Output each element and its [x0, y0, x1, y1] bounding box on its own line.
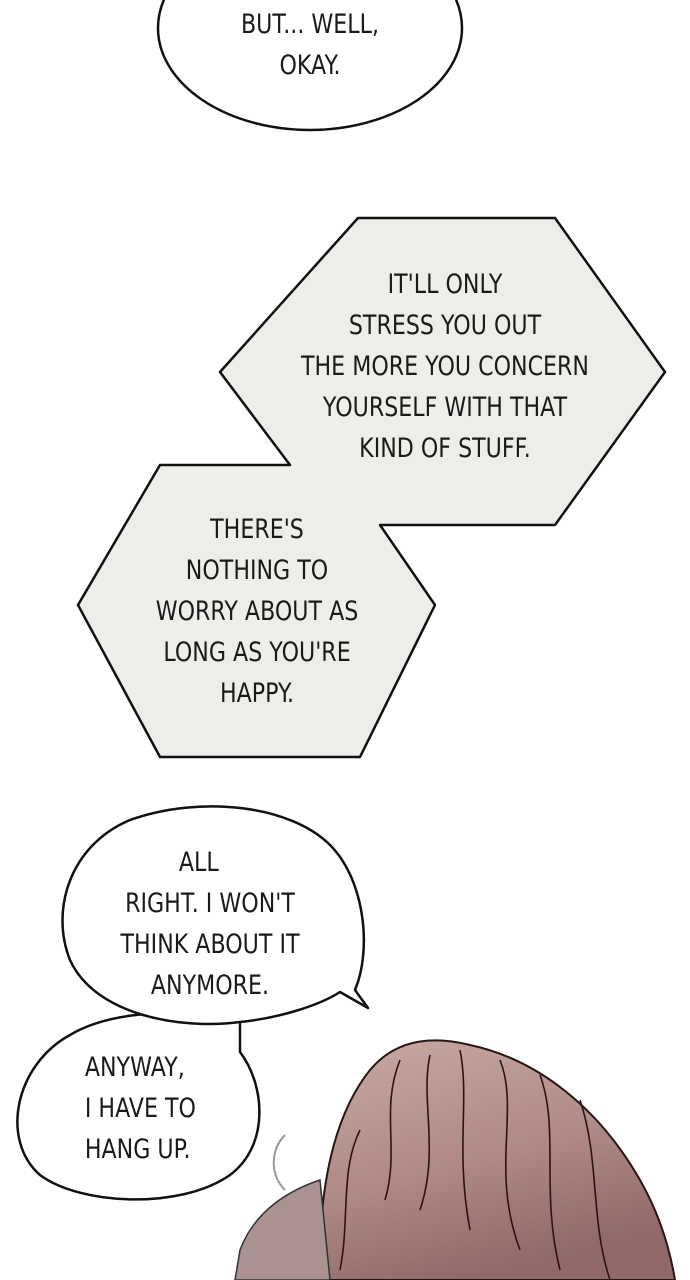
bubble-line: ALL — [178, 847, 219, 878]
bubble-line: I HAVE TO — [84, 1093, 196, 1124]
hexagon-thought-bubbles — [76, 216, 667, 759]
bubble-line: ANYWAY, — [84, 1052, 185, 1083]
bubble-line: RIGHT. I WON'T — [125, 888, 295, 919]
bubble-text-1: BUT... WELL, OKAY. — [187, 4, 433, 86]
bubble-text-3: THERE'S NOTHING TO WORRY ABOUT AS LONG A… — [134, 509, 380, 714]
bubble-text-4: ALL RIGHT. I WON'T THINK ABOUT IT ANYMOR… — [87, 842, 333, 1006]
bubble-line: HAPPY. — [219, 678, 295, 709]
bubble-line: HANG UP. — [84, 1134, 191, 1165]
bubble-line: YOURSELF WITH THAT — [322, 392, 568, 423]
speech-bubble-top — [156, 0, 464, 132]
bubble-line: KIND OF STUFF. — [359, 433, 531, 464]
bubble-line: BUT... WELL, — [240, 9, 380, 40]
bubble-line: LONG AS YOU'RE — [163, 637, 351, 668]
bubble-text-2: IT'LL ONLY STRESS YOU OUT THE MORE YOU C… — [281, 264, 609, 469]
bubble-line: WORRY ABOUT AS — [155, 596, 359, 627]
bubble-line: THE MORE YOU CONCERN — [301, 351, 589, 382]
bubble-line: STRESS YOU OUT — [348, 310, 542, 341]
bubble-line: THINK ABOUT IT — [120, 929, 300, 960]
bubble-line: ANYMORE. — [150, 970, 270, 1001]
bubble-line: THERE'S — [210, 514, 304, 545]
bubble-text-5: ANYWAY, I HAVE TO HANG UP. — [56, 1047, 249, 1170]
speech-bubble-lower — [16, 1008, 261, 1201]
bubble-line: NOTHING TO — [185, 555, 329, 586]
hair — [234, 1039, 677, 1280]
bubble-line: IT'LL ONLY — [387, 269, 503, 300]
bubble-line: OKAY. — [279, 50, 341, 81]
speech-bubble-middle — [61, 805, 370, 1026]
